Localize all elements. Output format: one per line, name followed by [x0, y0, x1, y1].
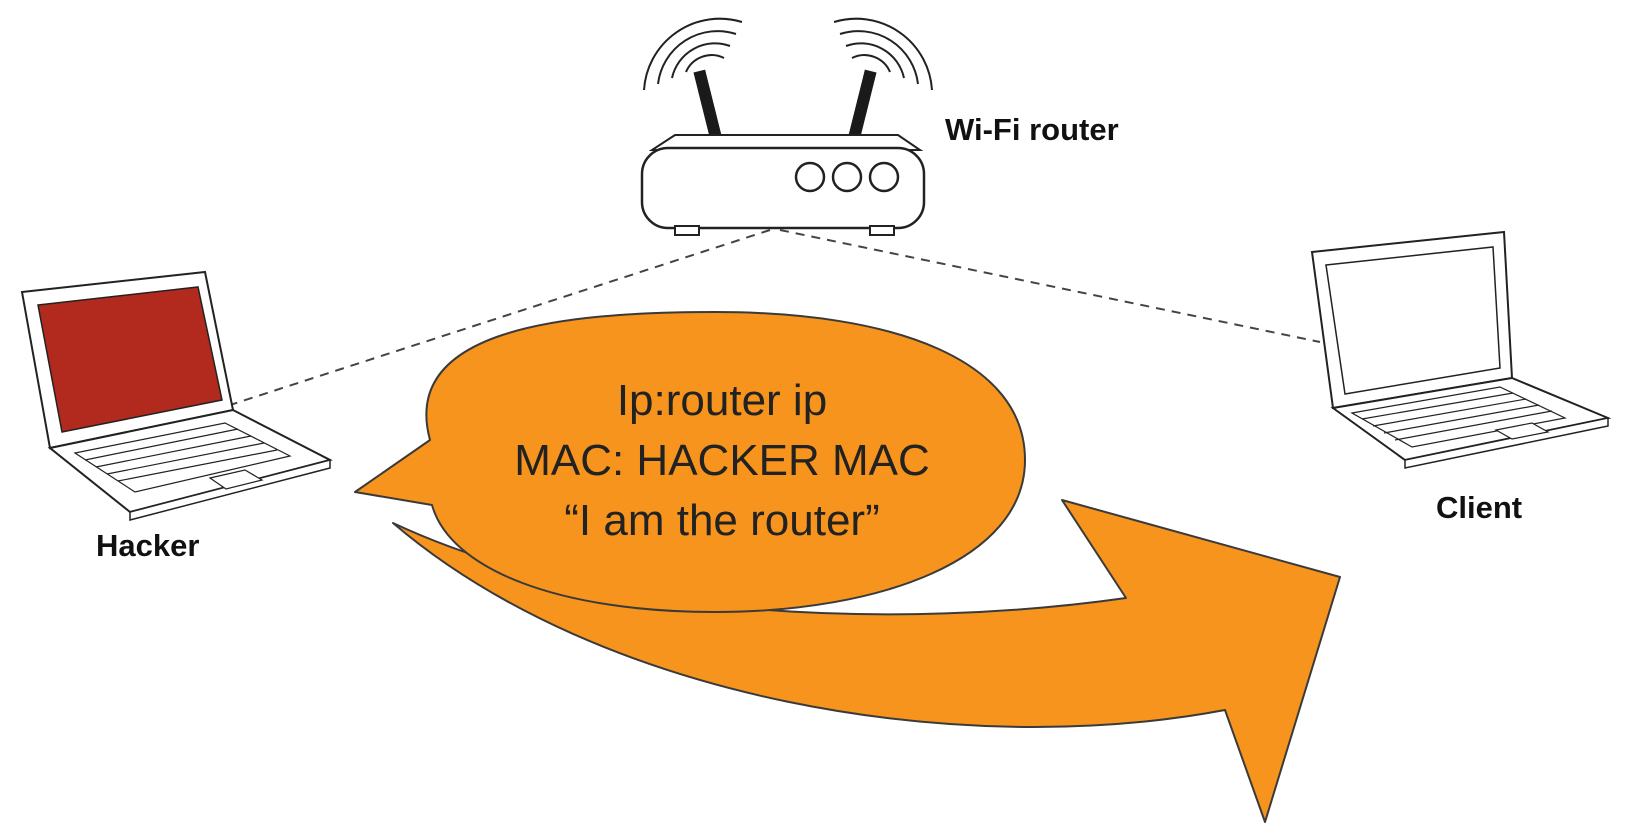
router-antenna-right [847, 69, 877, 143]
signal-waves-left [643, 17, 743, 91]
router-top [648, 134, 924, 151]
client-keyboard-rows [1361, 392, 1553, 441]
router-icon: Wi-Fi router [640, 17, 1119, 236]
router-antenna-left [693, 69, 723, 143]
router-light-1 [794, 161, 826, 193]
hacker-label: Hacker [96, 528, 199, 563]
router-label: Wi-Fi router [945, 112, 1119, 147]
hacker-laptop-keyboard [73, 422, 292, 493]
router-light-2 [831, 161, 863, 193]
router-foot-left [674, 225, 700, 236]
hacker-laptop-screen [37, 286, 223, 433]
message-line-1: Ip:router ip [617, 376, 827, 425]
router-foot-right [869, 225, 895, 236]
signal-waves-right [833, 17, 933, 91]
link-router-client [779, 229, 1321, 343]
client-laptop-icon: Client [1310, 230, 1612, 525]
router-light-3 [868, 161, 900, 193]
wireless-links [229, 229, 1321, 406]
speech-bubble-shape [354, 311, 1026, 613]
client-laptop-screen [1325, 246, 1501, 395]
message-line-2: MAC: HACKER MAC [514, 436, 930, 485]
speech-bubble: Ip:router ip MAC: HACKER MAC “I am the r… [354, 311, 1026, 613]
hacker-laptop-icon: Hacker [20, 270, 333, 563]
client-label: Client [1436, 490, 1522, 525]
client-laptop-touchpad [1494, 422, 1550, 440]
hacker-keyboard-rows [84, 428, 278, 482]
hacker-laptop-touchpad [208, 469, 264, 490]
message-line-3: “I am the router” [564, 496, 879, 545]
hacker-laptop-front [129, 459, 331, 521]
